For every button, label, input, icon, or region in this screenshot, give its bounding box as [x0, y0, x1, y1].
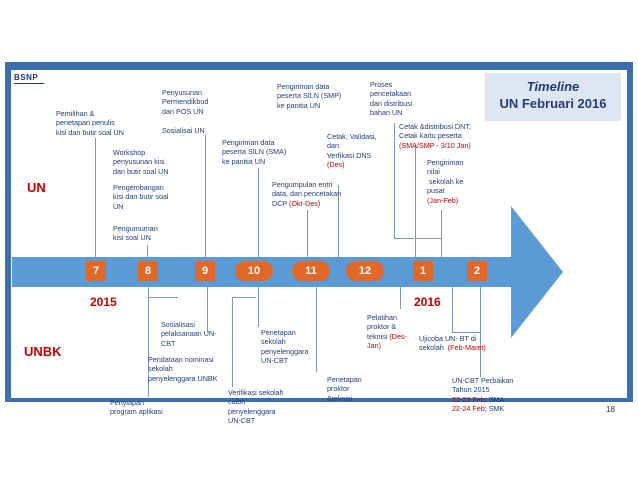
- timeline-subtitle: UN Februari 2016: [499, 96, 607, 111]
- note-date: (Okt-Des): [289, 198, 321, 208]
- un-note: Pemilihan & penetapan penulis kisi dan b…: [56, 109, 124, 137]
- timeline-arrow-head: [511, 206, 563, 338]
- connector-line: [148, 287, 149, 397]
- note-date: 22-24 Feb;: [452, 404, 487, 414]
- month-marker: 10: [235, 261, 273, 281]
- unbk-note: Sosialisasi pelaksanaan UN- CBT: [161, 320, 217, 348]
- un-note: Proses pencetakaan dan distribusi bahan …: [370, 80, 413, 118]
- unbk-note: Penyiapan program aplikasi: [110, 398, 163, 417]
- note-text: Cetak &distribusi DNT; Cetak kartu peser…: [399, 122, 471, 141]
- connector-line: [452, 332, 480, 333]
- connector-line: [338, 185, 339, 258]
- connector-line: [258, 287, 259, 327]
- un-note: Cetak &distribusi DNT; Cetak kartu peser…: [399, 122, 471, 150]
- month-marker: 7: [86, 261, 106, 281]
- unbk-note: Pendataan nominasi sekolah penyelenggara…: [148, 355, 218, 383]
- timeline-title-box: Timeline UN Februari 2016: [485, 73, 621, 121]
- unbk-note: Pelatihan proktor & teknisi (Des- Jan): [367, 313, 407, 351]
- unbk-note: Penetapan proktor &teknisi: [327, 375, 362, 403]
- note-date: (Des): [327, 160, 345, 170]
- note-text: SMA: [488, 394, 505, 404]
- un-note: Penyusunan Permendikbud dan POS UN: [162, 88, 209, 116]
- un-note: Pengiriman data peserta SILN (SMP) ke pa…: [277, 82, 342, 110]
- note-text: Pengumpulan entri data, dan pencetakan D…: [272, 180, 342, 208]
- note-date: (Feb-Maret): [447, 343, 486, 353]
- slide-frame: [5, 66, 633, 402]
- un-note: Pengiriman nilai sekolah ke pusat (Jan-F…: [427, 158, 463, 205]
- note-date: (Des- Jan): [367, 331, 407, 351]
- connector-line: [452, 287, 453, 332]
- timeline-title: Timeline: [526, 79, 580, 94]
- year-label-2015: 2015: [90, 295, 117, 309]
- connector-line: [394, 238, 414, 239]
- connector-line: [232, 297, 233, 387]
- note-text: SMK: [486, 404, 505, 414]
- connector-line: [147, 245, 148, 258]
- connector-line: [415, 238, 441, 239]
- un-note: Pengembangan kisi dan butir soal UN: [113, 183, 169, 211]
- month-marker: 2: [467, 261, 487, 281]
- month-marker: 11: [292, 261, 330, 281]
- top-frame-bar: [5, 62, 633, 68]
- connector-line: [441, 210, 442, 258]
- un-note: Cetak, Validasi, dan Verfikasi DNS (Des): [327, 132, 376, 170]
- note-date: 22-23 Feb;: [452, 394, 487, 404]
- logo-text: BSNP: [14, 73, 39, 82]
- row-label-unbk: UNBK: [24, 344, 62, 359]
- unbk-note: Verifikasi sekolah calon penyelenggara U…: [228, 388, 284, 426]
- year-label-2016: 2016: [414, 295, 441, 309]
- un-note: Sosialisai UN: [162, 126, 205, 135]
- note-text: Pengiriman nilai sekolah ke pusat: [427, 158, 464, 196]
- month-marker: 1: [413, 261, 433, 281]
- note-text: UN-CBT Perbaikan Tahun 2015: [452, 376, 514, 395]
- connector-line: [400, 287, 401, 309]
- unbk-note: Ujicoba UN- BT di sekolah (Feb-Maret): [419, 334, 486, 353]
- note-text: Pelatihan proktor & teknisi: [367, 313, 397, 341]
- month-marker: 9: [195, 261, 215, 281]
- connector-line: [258, 168, 259, 258]
- connector-line: [207, 287, 208, 332]
- un-note: Pengiriman data peserta SILN (SMA) ke pa…: [222, 138, 287, 166]
- connector-line: [394, 123, 395, 238]
- month-marker: 12: [346, 261, 384, 281]
- connector-line: [232, 297, 256, 298]
- note-text: Cetak, Validasi, dan Verfikasi DNS: [327, 132, 377, 160]
- unbk-note: Penetapan sekolah penyelenggara UN-CBT: [261, 328, 309, 366]
- note-date: (SMA/SMP - 3/10 Jan): [399, 140, 471, 150]
- connector-line: [205, 135, 206, 258]
- connector-line: [480, 287, 481, 377]
- un-note: Pengumpulan entri data, dan pencetakan D…: [272, 180, 341, 208]
- connector-line: [307, 210, 308, 258]
- page-number: 18: [606, 405, 615, 414]
- month-marker: 8: [138, 261, 158, 281]
- row-label-un: UN: [27, 180, 46, 195]
- unbk-note: UN-CBT Perbaikan Tahun 2015 22-23 Feb; S…: [452, 376, 513, 414]
- un-note: Pengumuman kisi soal UN: [113, 224, 158, 243]
- note-text: Ujicoba UN- BT di sekolah: [419, 334, 477, 353]
- un-note: Workshop penyusunan kisi dan butir soal …: [113, 148, 169, 176]
- connector-line: [415, 145, 416, 258]
- logo-underline: [14, 83, 44, 87]
- connector-line: [148, 297, 178, 298]
- connector-line: [316, 287, 317, 372]
- bsnp-logo: BSNP: [14, 73, 44, 87]
- connector-line: [95, 138, 96, 258]
- note-date: (Jan-Feb): [427, 195, 459, 205]
